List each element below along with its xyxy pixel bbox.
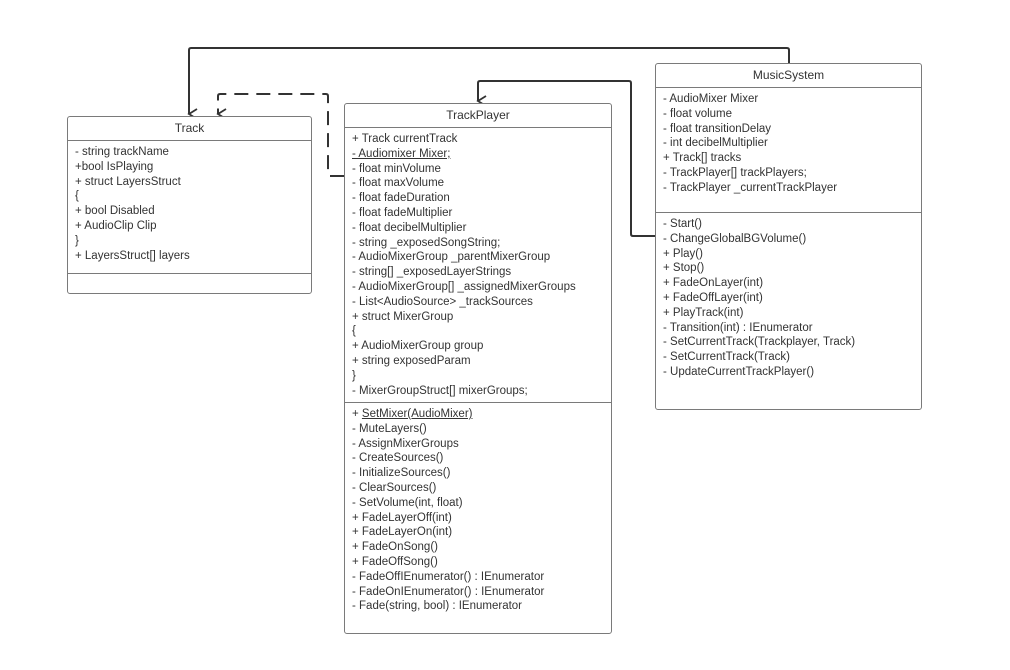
attribute: { [75,190,79,203]
attribute: + string exposedParam [352,354,471,367]
method: + FadeLayerOn(int) [352,526,453,539]
attribute: - float minVolume [352,162,441,175]
class-musicsystem: MusicSystem - AudioMixer Mixer - float v… [655,63,922,410]
method: - Transition(int) : IEnumerator [663,321,813,334]
attribute: + struct MixerGroup [352,310,454,323]
attribute: - TrackPlayer _currentTrackPlayer [663,181,838,194]
method: - ClearSources() [352,481,437,494]
methods-section: + SetMixer(AudioMixer) - MuteLayers() - … [345,403,611,614]
attribute: - AudioMixer Mixer [663,93,759,105]
attribute: + Track currentTrack [352,133,458,145]
method: - FadeOnIEnumerator() : IEnumerator [352,585,545,598]
attribute: - string _exposedSongString; [352,236,501,249]
attribute: - List<AudioSource> _trackSources [352,295,533,308]
methods-section [68,274,311,278]
method-static: + SetMixer(AudioMixer) [352,408,473,420]
method: + FadeOffLayer(int) [663,291,763,304]
attribute: - MixerGroupStruct[] mixerGroups; [352,384,528,397]
attribute: + AudioClip Clip [75,219,157,232]
attribute: + struct LayersStruct [75,175,181,188]
attribute: } [352,369,356,382]
attributes-section: + Track currentTrack - Audiomixer Mixer;… [345,128,611,403]
attribute: +bool IsPlaying [75,160,154,173]
method: - SetCurrentTrack(Track) [663,351,790,364]
class-title: Track [68,117,311,141]
attribute: - string[] _exposedLayerStrings [352,266,512,279]
method: - CreateSources() [352,452,444,465]
class-trackplayer: TrackPlayer + Track currentTrack - Audio… [344,103,612,634]
attribute: + bool Disabled [75,205,155,218]
attribute: + LayersStruct[] layers [75,249,190,262]
method: - ChangeGlobalBGVolume() [663,232,807,245]
attribute: - float fadeMultiplier [352,206,453,219]
method: + PlayTrack(int) [663,306,744,319]
attributes-section: - string trackName +bool IsPlaying + str… [68,141,311,274]
method: + FadeLayerOff(int) [352,511,452,524]
method: - Fade(string, bool) : IEnumerator [352,600,523,613]
method: + FadeOnSong() [352,541,438,554]
attributes-section: - AudioMixer Mixer - float volume - floa… [656,88,921,213]
attribute-static: - Audiomixer Mixer; [352,147,451,160]
method: - UpdateCurrentTrackPlayer() [663,365,815,378]
class-title: MusicSystem [656,64,921,88]
class-title: TrackPlayer [345,104,611,128]
attribute: - AudioMixerGroup[] _assignedMixerGroups [352,280,576,293]
attribute: - float volume [663,107,733,120]
method: + FadeOffSong() [352,555,438,568]
method: + FadeOnLayer(int) [663,277,764,290]
class-track: Track - string trackName +bool IsPlaying… [67,116,312,294]
method: - SetVolume(int, float) [352,496,463,509]
attribute: - float decibelMultiplier [352,221,467,234]
method: - Start() [663,218,702,230]
attribute: + Track[] tracks [663,152,742,165]
attribute: - int decibelMultiplier [663,137,768,150]
attribute: - string trackName [75,146,169,158]
attribute: - float fadeDuration [352,192,450,205]
methods-section: - Start() - ChangeGlobalBGVolume() + Pla… [656,213,921,380]
method: - SetCurrentTrack(Trackplayer, Track) [663,336,856,349]
attribute: + AudioMixerGroup group [352,340,484,353]
attribute: - AudioMixerGroup _parentMixerGroup [352,251,551,264]
method: - InitializeSources() [352,467,451,480]
attribute: { [352,325,356,338]
attribute: - float maxVolume [352,177,445,190]
method: - MuteLayers() [352,422,427,435]
attribute: } [75,234,79,247]
method: + Stop() [663,262,705,275]
method: - FadeOffIEnumerator() : IEnumerator [352,570,545,583]
method: + Play() [663,247,703,260]
method-static-name: SetMixer(AudioMixer) [361,408,473,420]
attribute: - float transitionDelay [663,122,772,135]
attribute: - TrackPlayer[] trackPlayers; [663,166,807,179]
method: - AssignMixerGroups [352,437,459,450]
